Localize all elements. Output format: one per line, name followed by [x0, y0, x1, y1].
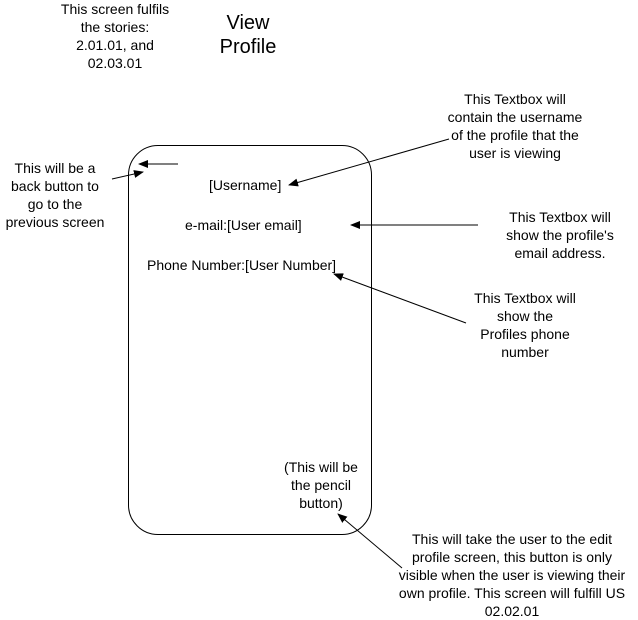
- back-button-pointer-arrow: [111, 170, 144, 180]
- page-title: View Profile: [219, 12, 277, 58]
- phone-frame: [128, 145, 372, 535]
- email-note: This Textbox will show the profile's ema…: [506, 209, 614, 261]
- stories-note: This screen fulfils the stories: 2.01.01…: [60, 1, 170, 71]
- phone-textbox: Phone Number:[User Number]: [147, 257, 337, 273]
- pencil-pointer-arrow: [337, 513, 403, 569]
- phone-note: This Textbox will show the Profiles phon…: [474, 290, 576, 360]
- username-pointer-arrow: [288, 138, 450, 187]
- username-textbox: [Username]: [209, 177, 282, 193]
- email-textbox: e-mail:[User email]: [185, 217, 302, 233]
- phone-pointer-arrow: [333, 273, 467, 324]
- pencil-button-note: This will take the user to the edit prof…: [398, 531, 626, 619]
- username-note: This Textbox will contain the username o…: [447, 91, 583, 161]
- pencil-button-placeholder: (This will be the pencil button): [284, 459, 358, 511]
- back-button-note: This will be a back button to go to the …: [5, 160, 105, 230]
